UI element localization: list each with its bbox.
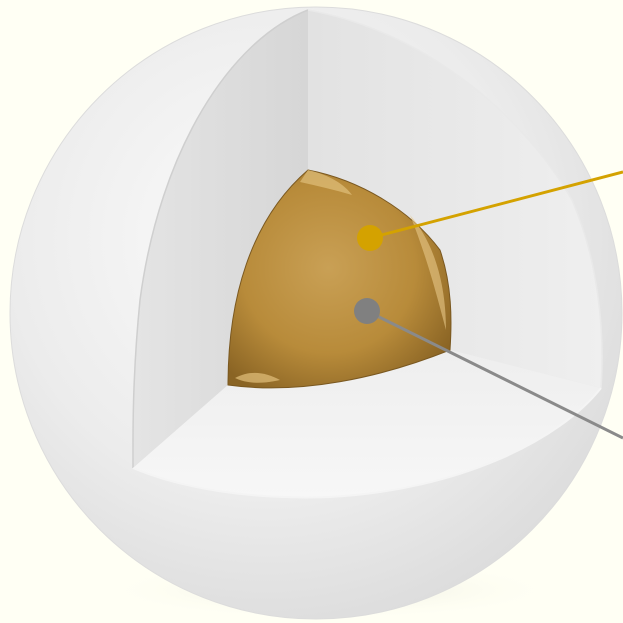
core-surface-callout-marker — [357, 225, 383, 251]
core-center-callout-marker — [354, 298, 380, 324]
